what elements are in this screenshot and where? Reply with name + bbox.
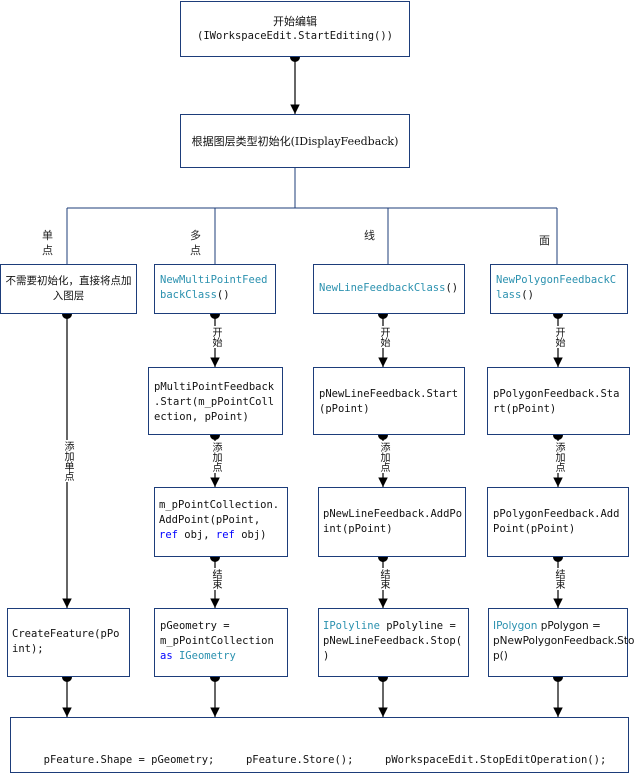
polygon-end-line: p() [493, 650, 508, 662]
create-feature-line: int); [12, 643, 44, 655]
polygon-stop-node: IPolygon pPolygon = pNewPolygonFeedback.… [488, 608, 634, 677]
edge-label-add-point: 添加点 [209, 441, 221, 473]
branch-label-single: 单点 [42, 229, 53, 257]
multipoint-add-line: obj, [177, 529, 216, 541]
edge-label-add-point: 添加点 [377, 441, 389, 473]
line-stop-node: IPolyline pPolyline = pNewLineFeedback.S… [318, 608, 469, 677]
polygon-class-a: NewPolygonFeedbackC [496, 274, 617, 286]
polygon-end-line: pNewPolygonFeedback.Sto [493, 635, 635, 647]
multipoint-class-node: NewMultiPointFeed backClass() [154, 264, 276, 314]
create-feature-line: CreateFeature(pPo [12, 628, 120, 640]
polygon-class-node: NewPolygonFeedbackC lass() [490, 264, 628, 314]
branch-label-line: 线 [364, 229, 375, 242]
start-call: (IWorkspaceEdit.StartEditing()) [197, 30, 393, 42]
edge-label-start: 开始 [377, 326, 389, 348]
type-name: IPolygon [493, 620, 538, 632]
polygon-start-line: rt(pPoint) [493, 403, 557, 415]
multipoint-start-node: pMultiPointFeedback .Start(m_pPointColl … [148, 367, 283, 435]
type-name: IPolyline [323, 620, 380, 632]
multipoint-class-b: backClass [160, 289, 217, 301]
line-add-line: int(pPoint) [323, 523, 393, 535]
multipoint-class-a: NewMultiPointFeed [160, 274, 268, 286]
multipoint-add-line: AddPoint(pPoint, [159, 514, 261, 526]
polygon-start-line: pPolygonFeedback.Sta [493, 388, 620, 400]
branch-label-polygon: 面 [539, 234, 550, 247]
multipoint-end-line: pGeometry = [160, 620, 230, 632]
multipoint-geometry-node: pGeometry = m_pPointCollection as IGeome… [154, 608, 288, 677]
as-keyword: as [160, 650, 173, 662]
edge-label-end: 结束 [209, 568, 221, 590]
edge-label-add-point: 添加点 [552, 441, 564, 473]
multipoint-add-line: obj) [234, 529, 267, 541]
single-no-init-node: 不需要初始化，直接将点加入图层 [0, 264, 137, 314]
multipoint-end-line: m_pPointCollection [160, 635, 274, 647]
polygon-add-line: pPolygonFeedback.Add [493, 508, 620, 520]
line-class-node: NewLineFeedbackClass() [313, 264, 465, 314]
branch-label-multi: 多点 [190, 229, 201, 257]
create-feature-node: CreateFeature(pPo int); [7, 608, 130, 677]
line-addpoint-node: pNewLineFeedback.AddPo int(pPoint) [318, 487, 466, 557]
line-add-line: pNewLineFeedback.AddPo [323, 508, 463, 520]
single-note: 不需要初始化，直接将点加入图层 [5, 275, 132, 302]
multipoint-start-line: ection, pPoint) [154, 411, 249, 423]
type-name: IGeometry [178, 650, 236, 662]
polygon-class-b: lass [496, 289, 522, 301]
line-start-line: pNewLineFeedback.Start [319, 388, 459, 400]
line-start-node: pNewLineFeedback.Start (pPoint) [313, 367, 465, 435]
multipoint-class-tail: () [216, 289, 230, 301]
edge-label-start: 开始 [552, 326, 564, 348]
edge-label-add-single: 添加单点 [61, 440, 73, 482]
polygon-class-tail: () [521, 289, 534, 301]
start-title: 开始编辑 [273, 15, 317, 28]
polygon-add-line: Point(pPoint) [493, 523, 576, 535]
polygon-addpoint-node: pPolygonFeedback.Add Point(pPoint) [487, 487, 629, 557]
ref-keyword: ref [159, 529, 178, 541]
multipoint-start-line: .Start(m_pPointColl [154, 396, 275, 408]
edge-label-end: 结束 [377, 568, 389, 590]
final-code: pFeature.Shape = pGeometry; pFeature.Sto… [43, 754, 607, 766]
final-store-node: pFeature.Shape = pGeometry; pFeature.Sto… [10, 717, 629, 773]
edge-label-start: 开始 [209, 326, 221, 348]
ref-keyword: ref [215, 529, 235, 541]
multipoint-start-line: pMultiPointFeedback [154, 381, 275, 393]
init-label: 根据图层类型初始化(IDisplayFeedback) [191, 134, 399, 148]
multipoint-addpoint-node: m_pPointCollection. AddPoint(pPoint, ref… [154, 487, 288, 557]
start-editing-node: 开始编辑 (IWorkspaceEdit.StartEditing()) [180, 1, 410, 57]
line-end-line: pNewLineFeedback.Stop( [323, 635, 463, 647]
polygon-start-node: pPolygonFeedback.Sta rt(pPoint) [487, 367, 630, 435]
edge-label-end: 结束 [552, 568, 564, 590]
polygon-end-line: pPolygon = [537, 620, 601, 632]
line-class: NewLineFeedbackClass [319, 282, 446, 294]
line-start-line: (pPoint) [319, 403, 370, 415]
init-feedback-node: 根据图层类型初始化(IDisplayFeedback) [180, 114, 410, 168]
line-end-line: pPolyline = [379, 620, 456, 632]
line-end-line: ) [323, 650, 330, 662]
multipoint-add-line: m_pPointCollection. [159, 499, 280, 511]
line-class-tail: () [445, 282, 459, 294]
